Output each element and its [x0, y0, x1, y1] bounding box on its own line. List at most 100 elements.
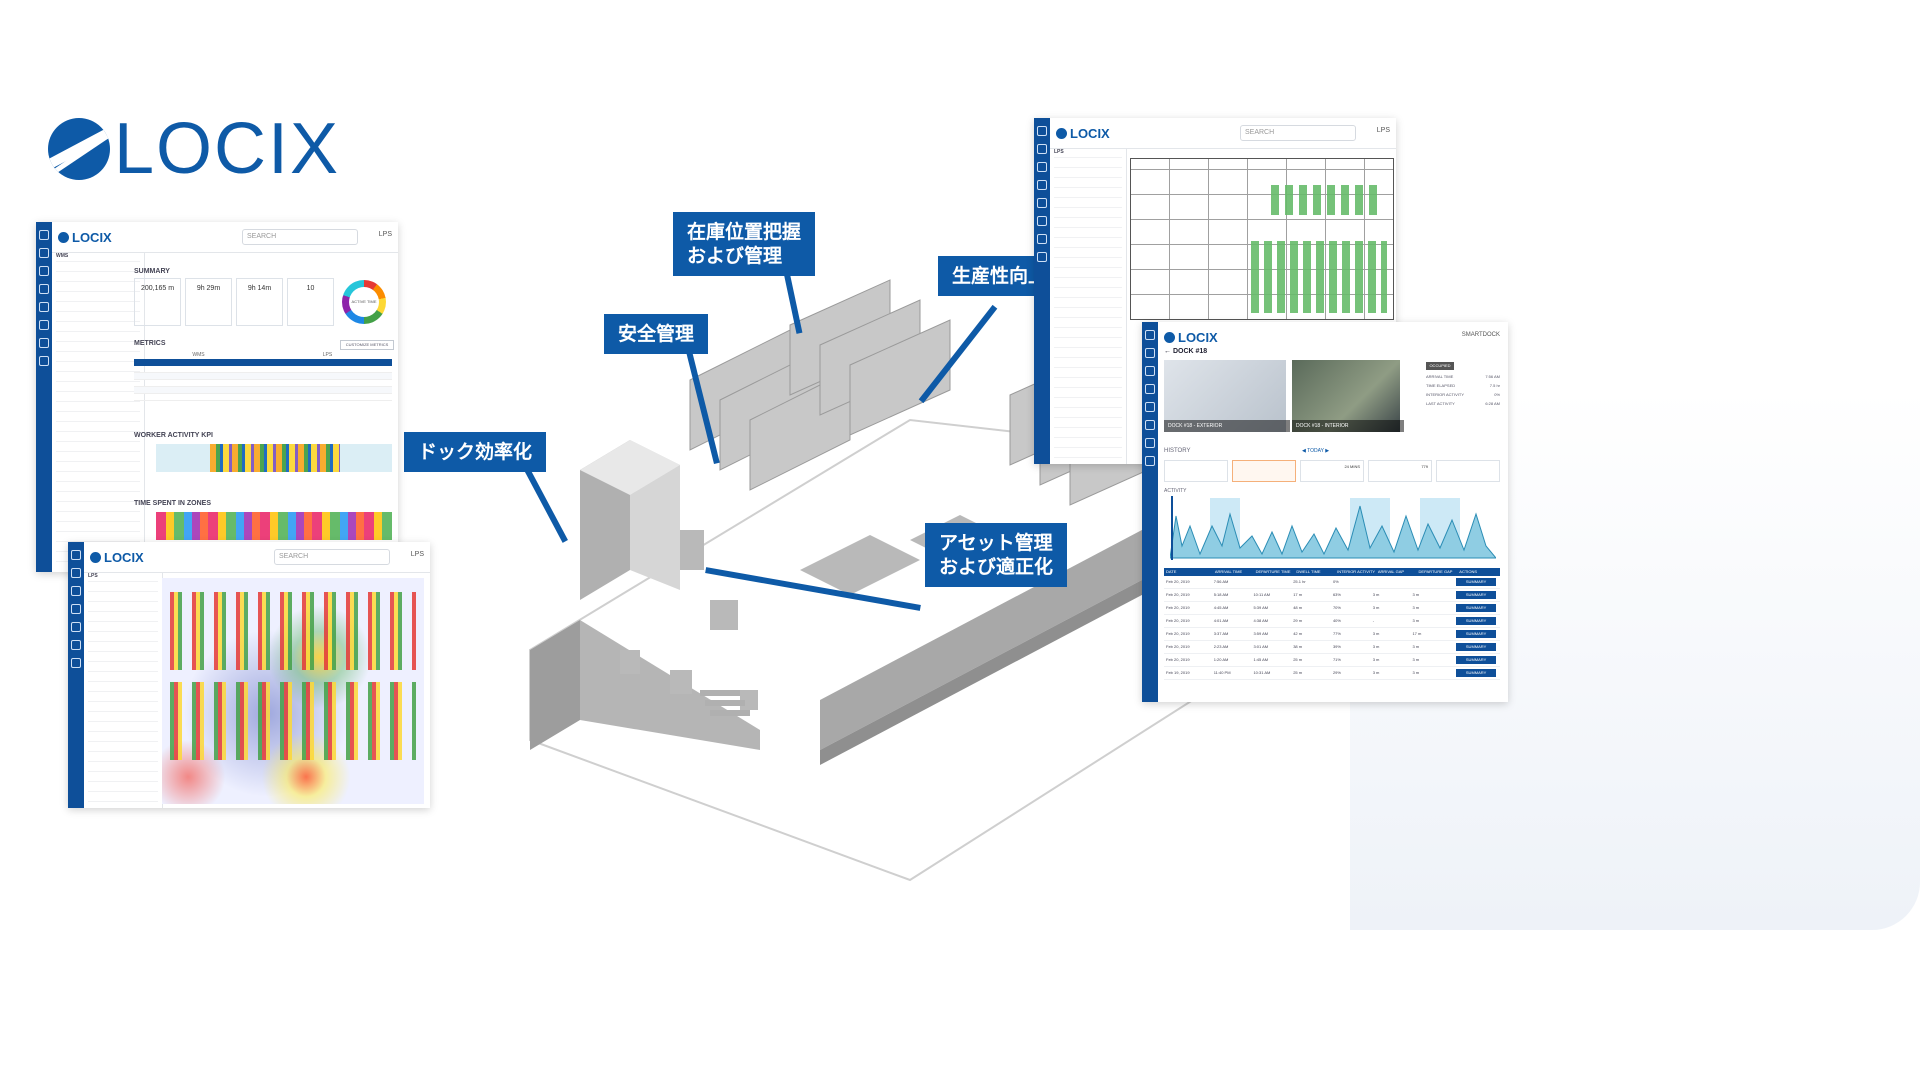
table-cell: Feb 20, 2019: [1166, 657, 1190, 662]
site-selector[interactable]: LPS: [378, 231, 392, 238]
table-cell: 4:01 AM: [1213, 618, 1229, 623]
search-input[interactable]: SEARCH: [1240, 125, 1356, 141]
callout-asset-line2: および適正化: [939, 556, 1054, 578]
locix-mark-icon: [48, 118, 110, 180]
active-time-donut: ACTIVE TIME: [342, 280, 386, 324]
site-selector[interactable]: LPS: [1376, 127, 1390, 134]
list-header: WMS: [56, 252, 140, 262]
table-cell: 77%: [1332, 631, 1341, 636]
activity-chart: [1170, 496, 1496, 560]
worker-kpi-chart: [156, 444, 392, 472]
time-in-zones-chart: [156, 512, 392, 540]
summary-button[interactable]: SUMMARY: [1456, 643, 1496, 651]
site-selector[interactable]: LPS: [410, 551, 424, 558]
table-cell: 4:38 AM: [1253, 618, 1269, 623]
worker-kpi-title: WORKER ACTIVITY KPI: [134, 432, 213, 439]
camera-exterior[interactable]: DOCK #18 - EXTERIOR: [1164, 360, 1290, 432]
table-cell: 70%: [1332, 605, 1341, 610]
table-cell: 25.1 hr: [1293, 579, 1306, 584]
dock-dashboard: LOCIX SMARTDOCK ← DOCK #18 DOCK #18 - EX…: [1142, 322, 1508, 702]
table-body: Feb 20, 2019 7:56 AM 25.1 hr 0% SUMMARY Feb 2…: [1164, 576, 1500, 680]
metrics-table: WMS LPS: [134, 352, 392, 412]
table-header: DATE ARRIVAL TIME DEPARTURE TIME DWELL T…: [1164, 568, 1500, 576]
table-cell: 38 m: [1293, 644, 1303, 649]
top-bar: LOCIX SEARCH: [1050, 118, 1396, 149]
table-cell: 1:20 AM: [1213, 657, 1229, 662]
nav-rail: [1142, 322, 1158, 702]
table-cell: 17 m: [1293, 592, 1303, 597]
callout-dock: ドック効率化: [404, 432, 547, 472]
heatmap-dashboard: LOCIX SEARCH LPS LPS: [68, 542, 430, 808]
summary-button[interactable]: SUMMARY: [1456, 656, 1496, 664]
customize-metrics-button[interactable]: CUSTOMIZE METRICS: [340, 340, 394, 350]
summary-button[interactable]: SUMMARY: [1456, 591, 1496, 599]
summary-button[interactable]: SUMMARY: [1456, 630, 1496, 638]
table-cell: 3 m: [1372, 657, 1380, 662]
table-cell: 40%: [1332, 618, 1341, 623]
table-cell: Feb 20, 2019: [1166, 618, 1190, 623]
summary-button[interactable]: SUMMARY: [1456, 604, 1496, 612]
table-cell: [1412, 576, 1452, 588]
summary-button[interactable]: SUMMARY: [1456, 669, 1496, 677]
table-cell: 4:45 AM: [1213, 605, 1229, 610]
summary-cards: 200,165 m 9h 29m 9h 14m 10: [134, 278, 334, 326]
table-cell: 3 m: [1412, 657, 1420, 662]
nav-rail: [36, 222, 52, 572]
table-cell: 3 m: [1412, 605, 1420, 610]
table-cell: 3 m: [1412, 670, 1420, 675]
kpi-card: 779: [1368, 460, 1432, 482]
camera-exterior-label: DOCK #18 - EXTERIOR: [1164, 420, 1290, 432]
table-cell: 25 m: [1293, 670, 1303, 675]
summary-card: 10: [287, 278, 334, 326]
table-cell: 0%: [1332, 579, 1339, 584]
table-cell: 7:56 AM: [1213, 579, 1229, 584]
table-cell: 42 m: [1293, 631, 1303, 636]
donut-label: ACTIVE TIME: [349, 287, 379, 317]
summary-button[interactable]: SUMMARY: [1456, 617, 1496, 625]
callout-safety: 安全管理: [604, 314, 709, 354]
asset-list: LPS: [1050, 148, 1127, 464]
app-logo: LOCIX: [1056, 126, 1110, 141]
activity-title: ACTIVITY: [1164, 488, 1187, 494]
search-input[interactable]: SEARCH: [274, 549, 390, 565]
table-cell: Feb 20, 2019: [1166, 631, 1190, 636]
table-cell: 29%: [1332, 670, 1341, 675]
table-cell: 3 m: [1412, 592, 1420, 597]
table-cell: [1253, 576, 1293, 588]
summary-title: SUMMARY: [134, 268, 170, 275]
smartdock-menu[interactable]: SMARTDOCK: [1461, 332, 1500, 338]
table-cell: 5:39 AM: [1253, 605, 1269, 610]
table-cell: 3 m: [1412, 618, 1420, 623]
nav-rail: [1034, 118, 1050, 464]
table-cell: Feb 20, 2019: [1166, 592, 1190, 597]
table-cell: 63%: [1332, 592, 1341, 597]
summary-card: 9h 29m: [185, 278, 232, 326]
table-cell: Feb 20, 2019: [1166, 644, 1190, 649]
search-input[interactable]: SEARCH: [242, 229, 358, 245]
camera-interior[interactable]: DOCK #18 - INTERIOR: [1292, 360, 1404, 432]
metrics-title: METRICS: [134, 340, 166, 347]
history-range-selector[interactable]: ◀ TODAY ▶: [1302, 448, 1330, 454]
table-cell: 3 m: [1372, 670, 1380, 675]
history-table: DATE ARRIVAL TIME DEPARTURE TIME DWELL T…: [1164, 568, 1500, 680]
time-in-zones-title: TIME SPENT IN ZONES: [134, 500, 212, 507]
table-cell: 11:40 PM: [1213, 670, 1231, 675]
floor-map: [1130, 158, 1394, 320]
summary-card: 9h 14m: [236, 278, 283, 326]
dock-title: ← DOCK #18: [1164, 348, 1208, 355]
table-cell: 3 m: [1372, 605, 1380, 610]
summary-button[interactable]: SUMMARY: [1456, 578, 1496, 586]
table-cell: 3 m: [1372, 644, 1380, 649]
table-cell: 17 m: [1412, 631, 1422, 636]
table-cell: -: [1372, 618, 1375, 623]
